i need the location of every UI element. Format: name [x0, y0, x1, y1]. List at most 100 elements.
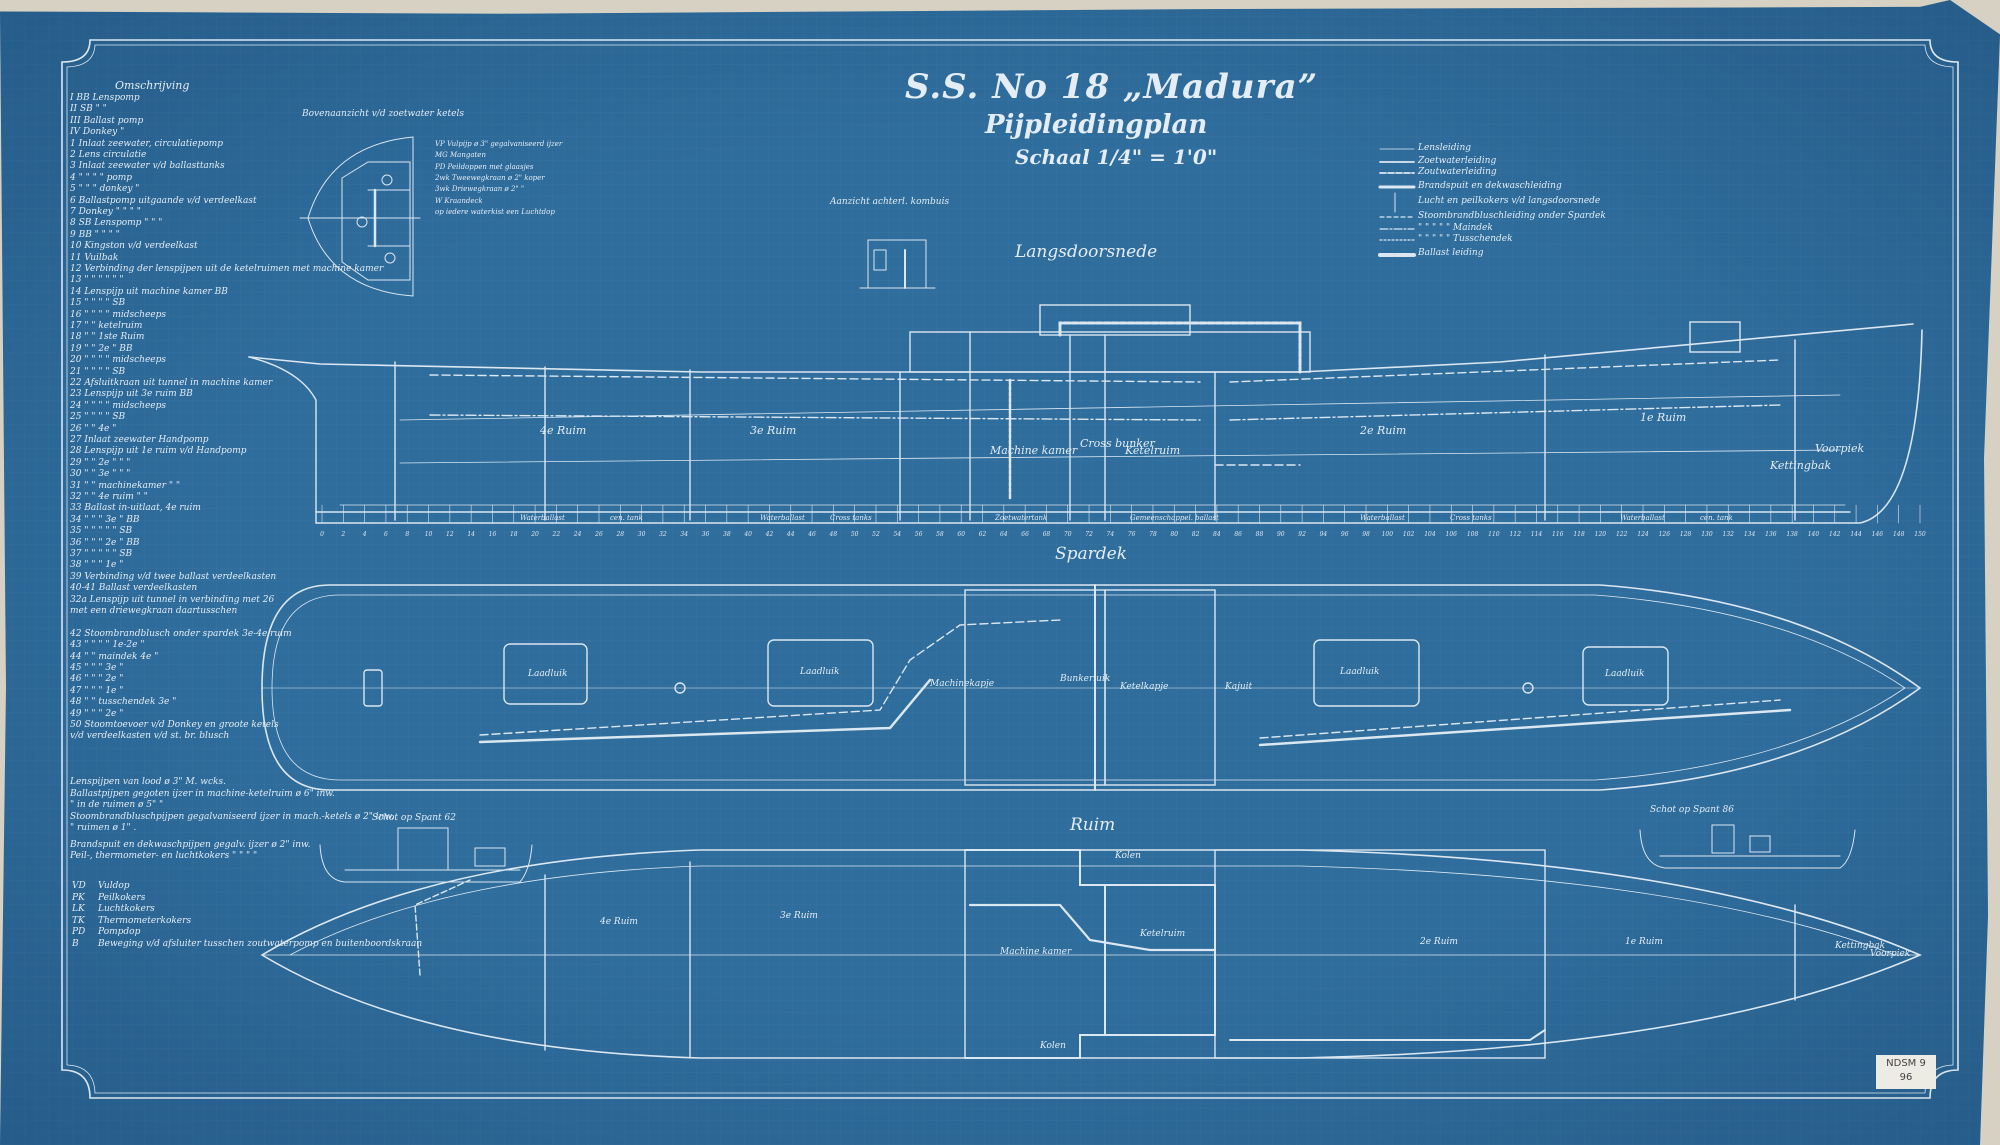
frame-number: 84	[1213, 531, 1221, 538]
omschrijving-item: 9 BB " " " "	[70, 229, 120, 240]
ruim-label: 1e Ruim	[1625, 937, 1663, 947]
abbreviation-label: Thermometerkokers	[98, 915, 192, 926]
omschrijving-item: 30 " " 3e " " "	[70, 469, 131, 480]
omschrijving-item: 26 " " 4e "	[70, 423, 117, 434]
spardek-label: Bunkerluik	[1060, 674, 1111, 684]
omschrijving-item: 6 Ballastpomp uitgaande v/d verdeelkast	[70, 195, 257, 206]
abbreviation-code: B	[72, 939, 79, 949]
frame-number: 130	[1701, 531, 1713, 538]
profile-compartment-label: 3e Ruim	[750, 424, 797, 437]
frame-number: 40	[743, 531, 752, 538]
omschrijving-item: 36 " " " 2e " BB	[70, 537, 140, 548]
frame-number: 56	[915, 531, 923, 538]
omschrijving-item: 32a Lenspijp uit tunnel in verbinding me…	[70, 594, 275, 605]
frame-number: 142	[1829, 531, 1841, 538]
schot-86-label: Schot op Spant 86	[1650, 805, 1734, 815]
line-legend-label: " " " " " Maindek	[1418, 223, 1493, 233]
frame-number: 44	[786, 531, 795, 538]
double-bottom-label: Cross tanks	[1450, 514, 1492, 522]
line-legend-label: Lucht en peilkokers v/d langsdoorsnede	[1418, 196, 1601, 206]
line-legend-label: Ballast leiding	[1418, 248, 1484, 258]
profile-compartment-label: Cross bunker	[1080, 437, 1155, 450]
pipe-note: " ruimen ø 1" .	[70, 823, 137, 833]
frame-number: 150	[1914, 531, 1926, 538]
omschrijving-item: 39 Verbinding v/d twee ballast verdeelka…	[70, 571, 277, 582]
abbreviation-label: Peilkokers	[98, 892, 146, 903]
frame-number: 134	[1744, 531, 1756, 538]
frame-number: 34	[680, 531, 688, 538]
frame-number: 124	[1637, 531, 1649, 538]
schot-86-drawing	[1639, 824, 1856, 869]
ketels-topview-drawing	[299, 136, 421, 297]
abbreviation-code: PD	[72, 927, 86, 938]
frame-number: 30	[638, 531, 646, 538]
profile-compartment-label: 1e Ruim	[1640, 411, 1687, 424]
double-bottom-label: Waterballast	[1620, 514, 1665, 522]
omschrijving-item: 2 Lens circulatie	[70, 150, 147, 160]
spardek-label: Laadluik	[800, 667, 840, 677]
frame-number: 46	[807, 531, 816, 538]
profile-drawing	[248, 304, 1923, 524]
section-title-profile: Langsdoorsnede	[1015, 242, 1158, 262]
ketels-legend-item: op iedere waterkist een Luchtdop	[435, 207, 555, 216]
abbreviation-label: Beweging v/d afsluiter tusschen zoutwate…	[98, 939, 423, 949]
ketels-legend-item: VP Vulpijp ø 3" gegalvaniseerd ijzer	[435, 140, 563, 148]
omschrijving-item: 29 " " 2e " " "	[70, 457, 131, 468]
line-legend-label: " " " " " Tusschendek	[1418, 234, 1513, 244]
omschrijving-item: 22 Afsluitkraan uit tunnel in machine ka…	[70, 378, 273, 388]
frame-number: 16	[489, 531, 497, 538]
omschrijving-item: 3 Inlaat zeewater v/d ballasttanks	[70, 161, 225, 172]
frame-number: 106	[1446, 531, 1458, 538]
omschrijving-item: 16 " " " " midscheeps	[70, 309, 166, 320]
frame-number: 20	[530, 531, 539, 538]
frame-number: 96	[1341, 531, 1349, 538]
frame-number: 70	[1064, 531, 1072, 538]
frame-number: 72	[1085, 531, 1093, 538]
line-legend-label: Brandspuit en dekwaschleiding	[1418, 181, 1562, 191]
frame-number: 22	[552, 531, 561, 538]
double-bottom-label: Cross tanks	[830, 514, 872, 522]
pipe-note: " in de ruimen ø 5" "	[70, 800, 164, 810]
frame-number: 126	[1659, 531, 1671, 538]
frame-number: 48	[829, 531, 838, 538]
archive-stamp: NDSM 9 96	[1876, 1055, 1936, 1089]
frame-number: 92	[1298, 531, 1306, 538]
ruim-label: Voorpiek	[1870, 949, 1911, 959]
profile-compartment-label: Kettingbak	[1770, 459, 1832, 472]
omschrijving-item: 50 Stoomtoevoer v/d Donkey en groote ket…	[70, 720, 279, 730]
omschrijving-item: 28 Lenspijp uit 1e ruim v/d Handpomp	[70, 446, 247, 457]
omschrijving-item: 18 " " 1ste Ruim	[70, 332, 145, 343]
sheet-border	[61, 39, 1959, 1099]
omschrijving-item: 14 Lenspijp uit machine kamer BB	[70, 286, 228, 297]
frame-number: 32	[659, 531, 667, 538]
ketels-heading: Bovenaanzicht v/d zoetwater ketels	[302, 109, 464, 119]
abbreviation-label: Vuldop	[98, 881, 130, 891]
omschrijving-item: 23 Lenspijp uit 3e ruim BB	[70, 389, 193, 400]
omschrijving-item: 7 Donkey " " " "	[70, 207, 141, 217]
frame-number: 36	[702, 531, 710, 538]
spardek-label: Machinekapje	[930, 679, 995, 689]
ruim-label: Kolen	[1115, 851, 1141, 861]
pipe-note: Ballastpijpen gegoten ijzer in machine-k…	[70, 788, 335, 799]
frame-number: 2	[340, 531, 345, 538]
plan-title: Pijpleidingplan	[985, 110, 1208, 140]
frame-number: 26	[594, 531, 603, 538]
abbreviation-code: PK	[72, 892, 85, 903]
omschrijving-item: 19 " " 2e " BB	[70, 343, 133, 354]
frame-number: 148	[1893, 531, 1905, 538]
omschrijving-item: 37 " " " " " SB	[70, 549, 133, 559]
abbreviation-code: TK	[72, 915, 85, 926]
frame-number: 102	[1403, 531, 1415, 538]
omschrijving-item: 20 " " " " midscheeps	[70, 355, 166, 366]
omschrijving-item: 47 " " " 1e "	[70, 685, 124, 696]
frame-number: 8	[405, 531, 409, 538]
frame-number: 140	[1808, 531, 1820, 538]
abbreviation-code: VD	[72, 881, 86, 891]
ketels-legend-item: 2wk Tweewegkraan ø 2" koper	[435, 173, 545, 182]
ruim-label: Kolen	[1040, 1041, 1066, 1051]
frame-number: 12	[446, 531, 454, 538]
omschrijving-item: 43 " " " " 1e-2e "	[70, 640, 145, 651]
line-legend-label: Zoutwaterleiding	[1418, 167, 1497, 177]
frame-number: 100	[1382, 531, 1394, 538]
